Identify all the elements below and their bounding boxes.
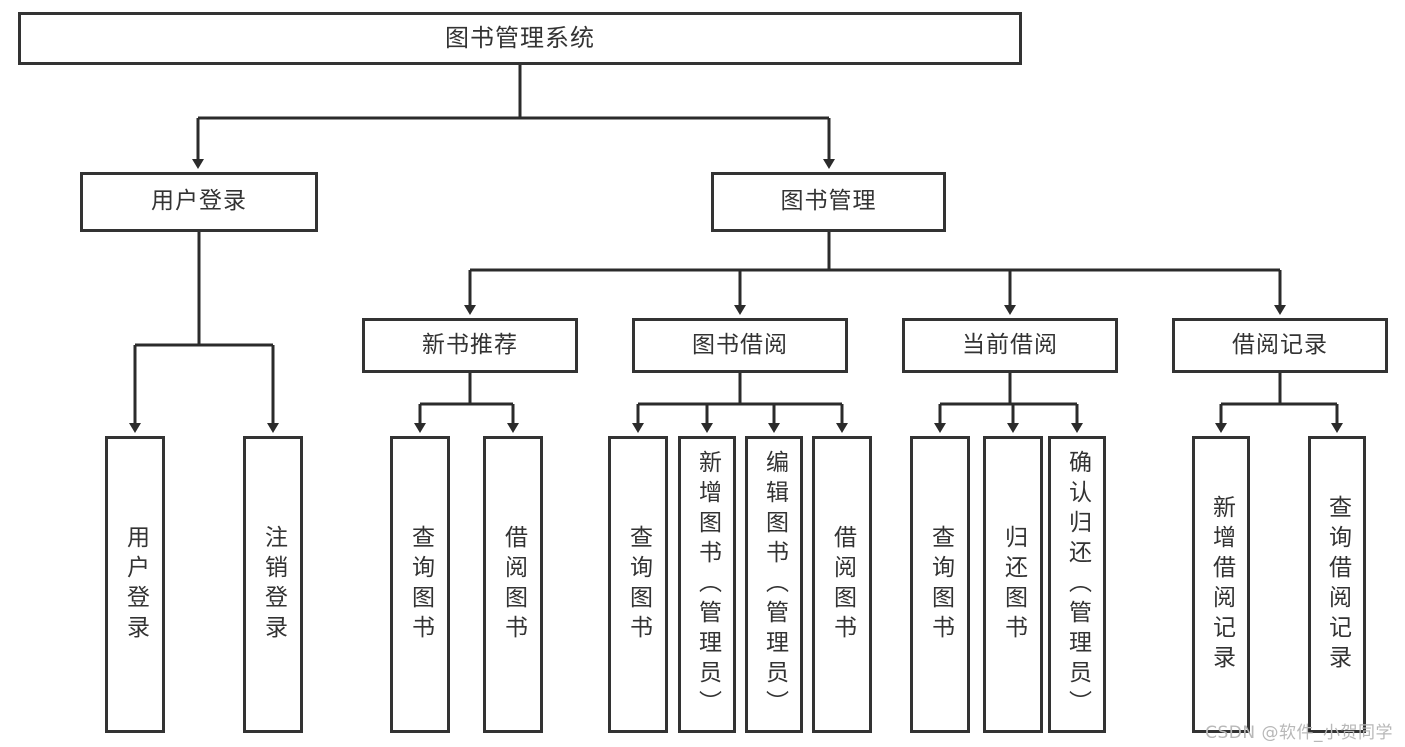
node-label: 图书管理系统 [445,24,595,53]
node-label: 图书借阅 [692,331,788,358]
node-label: 新增图书（管理员） [694,449,721,720]
node-label: 借阅图书 [500,524,527,645]
node-user-login[interactable]: 用户登录 [80,172,318,232]
node-leaf-borrow-book[interactable]: 借阅图书 [812,436,872,733]
node-book-management-system[interactable]: 图书管理系统 [18,12,1022,65]
node-leaf-edit-book-admin[interactable]: 编辑图书（管理员） [745,436,803,733]
node-label: 注销登录 [260,524,287,645]
node-label: 当前借阅 [962,331,1058,358]
node-leaf-add-book-admin[interactable]: 新增图书（管理员） [678,436,736,733]
node-label: 新书推荐 [422,331,518,358]
node-leaf-query-borrow-record[interactable]: 查询借阅记录 [1308,436,1366,733]
node-label: 查询图书 [625,524,652,645]
node-label: 确认归还（管理员） [1064,449,1091,720]
node-label: 归还图书 [1000,524,1027,645]
node-label: 用户登录 [151,188,247,215]
node-leaf-query-book-newbook[interactable]: 查询图书 [390,436,450,733]
node-leaf-user-login[interactable]: 用户登录 [105,436,165,733]
node-leaf-logout[interactable]: 注销登录 [243,436,303,733]
node-label: 编辑图书（管理员） [761,449,788,720]
node-label: 查询借阅记录 [1324,494,1351,675]
watermark-csdn: CSDN @软件_小贺同学 [1205,723,1393,743]
node-borrow-record[interactable]: 借阅记录 [1172,318,1388,373]
node-label: 用户登录 [122,524,149,645]
node-new-book-recommend[interactable]: 新书推荐 [362,318,578,373]
node-leaf-confirm-return-admin[interactable]: 确认归还（管理员） [1048,436,1106,733]
node-label: 查询图书 [407,524,434,645]
node-leaf-return-book[interactable]: 归还图书 [983,436,1043,733]
node-leaf-query-book-borrow[interactable]: 查询图书 [608,436,668,733]
node-label: 新增借阅记录 [1208,494,1235,675]
node-book-borrow[interactable]: 图书借阅 [632,318,848,373]
node-leaf-add-borrow-record[interactable]: 新增借阅记录 [1192,436,1250,733]
node-label: 图书管理 [780,188,877,215]
node-label: 借阅图书 [829,524,856,645]
node-leaf-query-book-current[interactable]: 查询图书 [910,436,970,733]
node-current-borrow[interactable]: 当前借阅 [902,318,1118,373]
node-label: 查询图书 [927,524,954,645]
node-book-management[interactable]: 图书管理 [711,172,946,232]
node-label: 借阅记录 [1232,331,1328,358]
node-leaf-borrow-book-newbook[interactable]: 借阅图书 [483,436,543,733]
